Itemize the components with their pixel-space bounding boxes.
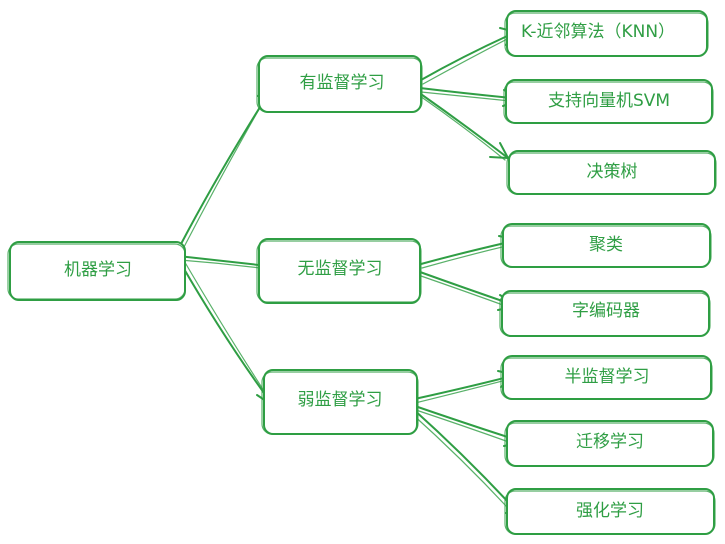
node-unsupervised[interactable]: 无监督学习 <box>256 238 422 304</box>
node-knn-label: K-近邻算法（KNN） <box>521 22 675 42</box>
node-decision-tree-label: 决策树 <box>587 162 638 182</box>
edge-supervised-knn <box>420 27 517 85</box>
node-semi[interactable]: 半监督学习 <box>500 355 713 400</box>
nodes: 机器学习 有监督学习 无监督学习 弱监督学习 K-近邻算法（KNN） <box>7 10 717 535</box>
edge-root-supervised <box>180 85 273 248</box>
node-svm-label: 支持向量机SVM <box>548 91 670 111</box>
node-semi-label: 半监督学习 <box>565 367 650 387</box>
node-supervised-label: 有监督学习 <box>300 73 385 93</box>
node-weakly[interactable]: 弱监督学习 <box>261 369 419 435</box>
node-weakly-label: 弱监督学习 <box>298 390 383 410</box>
node-transfer[interactable]: 迁移学习 <box>504 420 715 467</box>
node-supervised[interactable]: 有监督学习 <box>256 55 423 113</box>
node-transfer-label: 迁移学习 <box>576 432 644 452</box>
edge-weakly-semi <box>409 370 517 405</box>
node-root-label: 机器学习 <box>64 260 132 280</box>
edge-supervised-decision-tree <box>417 91 509 161</box>
node-autoencoder-label: 字编码器 <box>572 301 640 321</box>
node-decision-tree[interactable]: 决策树 <box>506 150 717 195</box>
node-knn[interactable]: K-近邻算法（KNN） <box>504 10 709 57</box>
node-root[interactable]: 机器学习 <box>7 241 186 301</box>
node-clustering[interactable]: 聚类 <box>500 223 712 268</box>
node-unsupervised-label: 无监督学习 <box>298 259 383 279</box>
node-clustering-label: 聚类 <box>589 235 623 255</box>
node-reinforcement-label: 强化学习 <box>576 501 644 521</box>
node-autoencoder[interactable]: 字编码器 <box>499 290 711 337</box>
node-svm[interactable]: 支持向量机SVM <box>503 79 714 124</box>
node-reinforcement[interactable]: 强化学习 <box>504 488 716 535</box>
